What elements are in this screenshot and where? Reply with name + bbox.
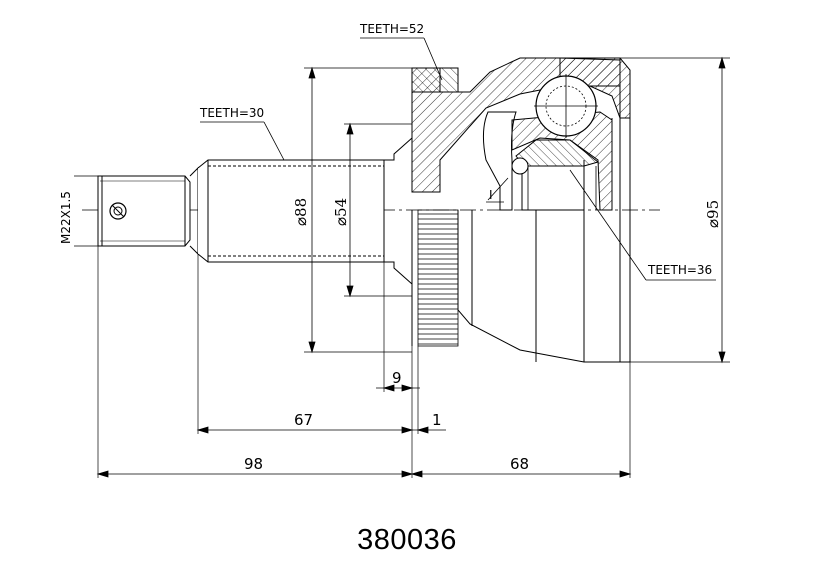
dim-len-9: [376, 384, 420, 392]
dim-len-98-label: 98: [244, 455, 263, 473]
inner-race: [482, 111, 613, 211]
callout-teeth-outer-label: TEETH=52: [359, 22, 424, 36]
callout-teeth-inner-label: TEETH=36: [647, 263, 712, 277]
small-ball: [511, 157, 529, 175]
dim-dia-88-label: ⌀88: [292, 198, 310, 226]
dim-dia-54: [344, 122, 412, 298]
cotter-pin-hole: [109, 202, 127, 220]
dim-dia-88: [304, 66, 412, 354]
callout-teeth-outer: TEETH=52: [359, 22, 443, 81]
ball: [534, 74, 598, 138]
section-mark: I: [486, 177, 509, 203]
splined-shaft: [197, 137, 413, 285]
dim-len-98-68: [96, 470, 632, 478]
dim-dia-95-label: ⌀95: [704, 200, 722, 228]
dim-len-67-label: 67: [294, 411, 313, 429]
extension-lines: [97, 246, 631, 478]
callout-teeth-spline-label: TEETH=30: [199, 106, 264, 120]
callout-teeth-spline: TEETH=30: [199, 106, 285, 161]
dim-len-68-label: 68: [510, 455, 529, 473]
dim-dia-95: [620, 56, 730, 364]
part-number: 380036: [357, 524, 457, 556]
dim-len-1-label: 1: [432, 411, 442, 429]
dim-dia-54-label: ⌀54: [332, 198, 350, 226]
section-mark-label: I: [489, 188, 493, 202]
callout-teeth-inner: TEETH=36: [569, 169, 716, 281]
dim-len-67: [196, 426, 446, 434]
thread-label: M22X1.5: [59, 191, 73, 244]
bell-housing: [411, 57, 631, 363]
dim-len-9-label: 9: [392, 369, 402, 387]
abs-ring: [411, 209, 459, 347]
